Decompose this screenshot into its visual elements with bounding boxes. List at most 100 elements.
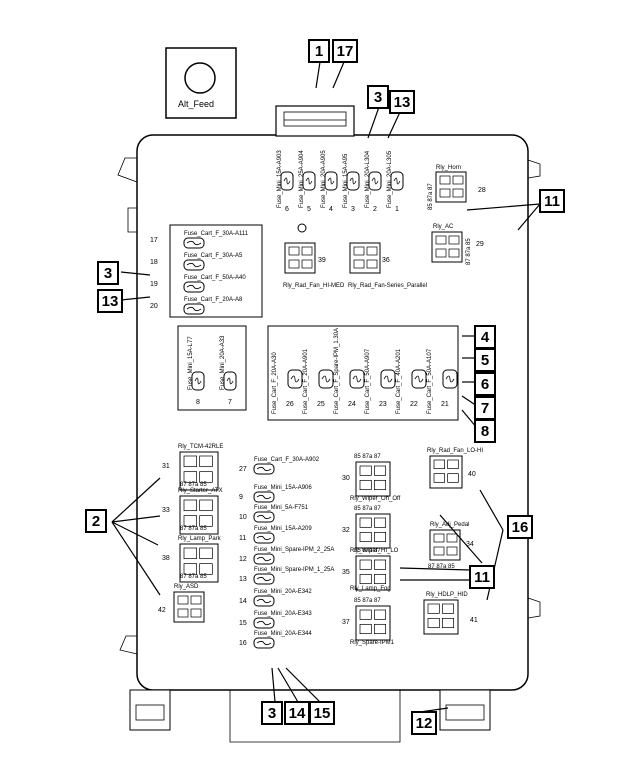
callout-number: 15 <box>314 705 331 722</box>
relay-pin <box>359 517 372 528</box>
mid-fuse-icon <box>253 637 275 649</box>
callout-c6: 6 <box>474 372 496 396</box>
right-relay-number: 30 <box>342 475 350 482</box>
callout-c11a: 11 <box>539 189 565 213</box>
top-fuse-label: Fuse_Mini_15A-A95 <box>343 153 349 208</box>
relay-pin <box>435 235 447 245</box>
relay-pin <box>373 479 387 491</box>
relay-pin <box>183 563 198 575</box>
relay-horn-number: 28 <box>478 187 486 194</box>
relay-body <box>435 171 467 203</box>
fuse-element <box>256 494 272 500</box>
cart-left-label: Fuse_Cart_F_20A-A8 <box>184 297 243 303</box>
relay-body <box>429 529 461 561</box>
top-fuse-icon <box>390 171 404 191</box>
relay-pin <box>373 465 387 476</box>
relay-rad-hi-med-icon <box>284 242 316 274</box>
mid-fuse-number: 10 <box>239 514 247 521</box>
relay-pin <box>373 609 387 620</box>
mini-left-label: Fuse_Mini_15A-L77 <box>188 336 194 390</box>
callout-c17: 17 <box>332 39 358 63</box>
right-relay-label: Rly_Wiper_On_Off <box>350 496 401 502</box>
fuse-element <box>256 535 272 541</box>
right-relay-pins: 85 87a 87 <box>354 506 381 512</box>
relay-pin <box>288 246 300 256</box>
relay-rad-series-number: 36 <box>382 257 390 264</box>
relay-rad-lo-hi-label: Rly_Rad_Fan_LO-HI <box>427 448 483 454</box>
top-connector <box>275 105 355 137</box>
relay-pin <box>373 517 387 528</box>
cart-left-icon <box>183 281 205 293</box>
callout-c13a: 13 <box>389 90 415 114</box>
fuse-box-components: Fuse_Mini_15A-A9036Fuse_Mini_25A-A9045Fu… <box>150 150 486 649</box>
callout-box <box>474 419 496 443</box>
mid-fuse-label: Fuse_Mini_20A-E344 <box>254 631 312 637</box>
relay-pin <box>448 235 460 245</box>
cart-mid-number: 24 <box>348 401 356 408</box>
right-relay-pins: 85 87a 87 <box>354 548 381 554</box>
alt-feed: Alt_Feed <box>165 47 237 119</box>
top-fuse-icon <box>280 171 294 191</box>
cart-mid-label: Fuse_Cart_F_20A-A901 <box>303 348 309 414</box>
relay-pin <box>441 617 455 629</box>
mid-fuse-number: 15 <box>239 620 247 627</box>
cart-mid-number: 22 <box>410 401 418 408</box>
callout-number: 3 <box>268 705 276 722</box>
callout-number: 12 <box>416 715 433 732</box>
fuse-element <box>194 377 202 385</box>
relay-body <box>179 495 219 535</box>
cart-left-number: 19 <box>150 281 158 288</box>
left-relay-label: Rly_Starter_ATX <box>178 488 223 494</box>
top-fuse-label: Fuse_Mini_20A-L304 <box>365 150 371 208</box>
relay-adj-pedal-label: Rly_Adj_Pedal <box>430 522 469 528</box>
cart-mid-icon <box>318 369 334 389</box>
fuse-element <box>445 375 455 383</box>
callout-c3c: 3 <box>261 701 283 725</box>
mid-fuse-icon <box>253 532 275 544</box>
relay-pin <box>441 603 455 614</box>
cart-left-number: 18 <box>150 259 158 266</box>
relay-pin <box>447 459 459 470</box>
cart-mid-icon <box>287 369 303 389</box>
mid-fuse-label: Fuse_Mini_Spare-IPM_2_25A <box>254 547 334 553</box>
cart-left-number: 20 <box>150 303 158 310</box>
callout-c5: 5 <box>474 348 496 372</box>
left-relay-icon <box>179 495 219 535</box>
mid-fuse-icon <box>253 553 275 565</box>
left-relay-number: 31 <box>162 463 170 470</box>
right-relay-label: Rly_Spare-IPM1 <box>350 640 395 646</box>
left-relay-pins: 87 87a 85 <box>180 574 207 580</box>
fuse-element <box>186 306 202 312</box>
left-relay-number: 33 <box>162 507 170 514</box>
relay-rad-lo-hi-number: 40 <box>468 471 476 478</box>
relay-pin <box>301 259 313 269</box>
alt-feed-label: Alt_Feed <box>178 99 214 109</box>
relay-pin <box>183 515 198 527</box>
relay-rad-hi-med-number: 39 <box>318 257 326 264</box>
mid-fuse-label: Fuse_Mini_5A-F751 <box>254 505 309 511</box>
mid-fuse-label: Fuse_Mini_20A-E342 <box>254 589 312 595</box>
mid-fuse-number: 14 <box>239 598 247 605</box>
relay-horn-label: Rly_Horn <box>436 165 461 171</box>
callout-c3b: 3 <box>97 261 119 285</box>
relay-rad-hi-med-label: Rly_Rad_Fan_HI-MED <box>283 283 345 289</box>
fuse-element <box>349 177 357 185</box>
relay-rad-lo-hi-icon <box>429 455 463 489</box>
cart-mid-icon <box>380 369 396 389</box>
relay-ac-icon <box>431 231 463 263</box>
callout-box <box>507 515 533 539</box>
housing-clips <box>117 157 541 743</box>
callout-c15: 15 <box>309 701 335 725</box>
relay-pin <box>199 471 213 483</box>
right-relay-icon <box>355 461 391 497</box>
left-relay-number: 42 <box>158 607 166 614</box>
mid-fuse-number: 12 <box>239 556 247 563</box>
cart-left-label: Fuse_Cart_F_30A-A5 <box>184 253 243 259</box>
callout-c11b: 11 <box>469 565 495 589</box>
relay-pin <box>366 246 378 256</box>
top-fuse-label: Fuse_Mini_15A-A903 <box>277 150 283 208</box>
callout-box <box>308 39 330 63</box>
callout-c13b: 13 <box>97 289 123 313</box>
relay-rad-series-icon <box>349 242 381 274</box>
